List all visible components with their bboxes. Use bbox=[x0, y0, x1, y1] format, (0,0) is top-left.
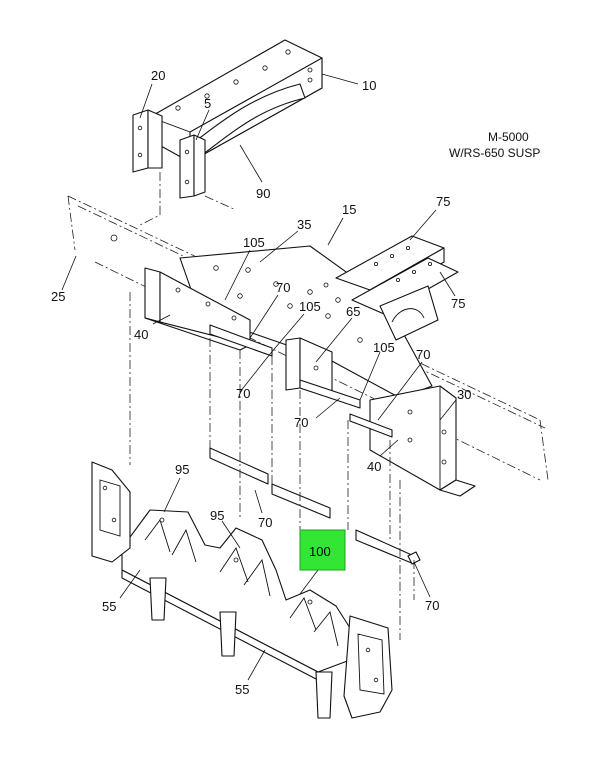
callout-5[interactable]: 5 bbox=[204, 96, 211, 111]
part-95-saddle-bracket[interactable] bbox=[121, 509, 351, 681]
callout-95-left[interactable]: 95 bbox=[175, 462, 189, 477]
callout-105-middle[interactable]: 105 bbox=[299, 299, 321, 314]
callout-75-upper[interactable]: 75 bbox=[436, 194, 450, 209]
callout-105-upper[interactable]: 105 bbox=[243, 235, 265, 250]
part-40-left-angle[interactable] bbox=[144, 267, 251, 351]
assembly-lines bbox=[129, 172, 415, 640]
callout-35[interactable]: 35 bbox=[297, 217, 311, 232]
callout-100-highlight[interactable] bbox=[299, 529, 346, 571]
part-10-crossmember-bracket[interactable] bbox=[149, 39, 323, 163]
callout-75-lower[interactable]: 75 bbox=[451, 296, 465, 311]
callout-105-lower[interactable]: 105 bbox=[373, 340, 395, 355]
callout-90[interactable]: 90 bbox=[256, 186, 270, 201]
model-line-2: W/RS-650 SUSP bbox=[449, 146, 540, 160]
spring-hanger bbox=[379, 285, 439, 341]
callout-10[interactable]: 10 bbox=[362, 78, 376, 93]
part-20-end-bracket[interactable] bbox=[132, 109, 163, 173]
callout-55-bottom[interactable]: 55 bbox=[235, 682, 249, 697]
callout-20[interactable]: 20 bbox=[151, 68, 165, 83]
part-55-support-legs[interactable] bbox=[149, 577, 333, 719]
callout-15[interactable]: 15 bbox=[342, 202, 356, 217]
leader-lines bbox=[61, 73, 457, 681]
callout-55-left[interactable]: 55 bbox=[102, 599, 116, 614]
callout-70-e[interactable]: 70 bbox=[258, 515, 272, 530]
callout-40-right[interactable]: 40 bbox=[367, 459, 381, 474]
callout-70-f[interactable]: 70 bbox=[425, 598, 439, 613]
part-55-left-end-bracket[interactable] bbox=[91, 461, 131, 563]
callout-95-right[interactable]: 95 bbox=[210, 508, 224, 523]
callout-70-c[interactable]: 70 bbox=[236, 386, 250, 401]
callout-30[interactable]: 30 bbox=[457, 387, 471, 402]
callout-70-a[interactable]: 70 bbox=[276, 280, 290, 295]
part-30-right-angle[interactable] bbox=[369, 385, 476, 497]
callout-100[interactable]: 100 bbox=[309, 544, 331, 559]
part-70-bars[interactable] bbox=[209, 447, 421, 565]
callout-25[interactable]: 25 bbox=[51, 289, 65, 304]
callout-65[interactable]: 65 bbox=[346, 304, 360, 319]
callout-70-d[interactable]: 70 bbox=[294, 415, 308, 430]
callouts: 10 20 5 90 15 75 75 35 105 25 70 105 65 … bbox=[51, 68, 471, 697]
callout-70-b[interactable]: 70 bbox=[416, 347, 430, 362]
part-5-bracket[interactable] bbox=[179, 134, 206, 199]
part-75-side-rails[interactable] bbox=[335, 235, 459, 315]
model-line-1: M-5000 bbox=[488, 130, 529, 144]
part-55-right-end-bracket[interactable] bbox=[343, 615, 393, 719]
callout-40-left[interactable]: 40 bbox=[134, 327, 148, 342]
model-label: M-5000 W/RS-650 SUSP bbox=[449, 130, 540, 160]
